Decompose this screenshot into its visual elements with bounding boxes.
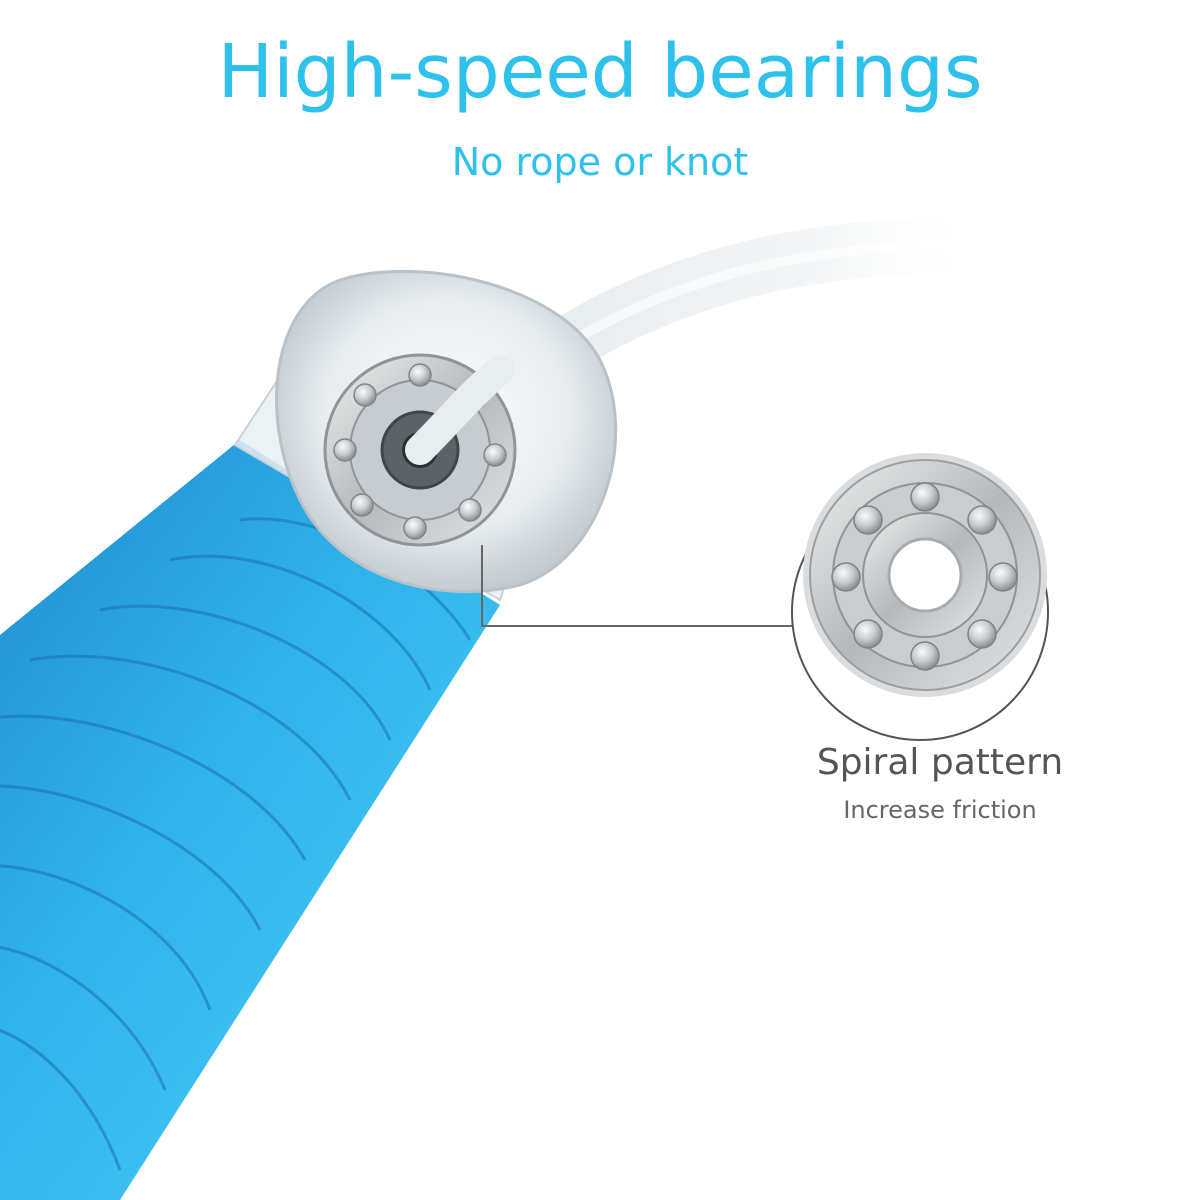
bearing-illustration xyxy=(791,453,1049,741)
callout-leader-line xyxy=(481,545,800,627)
end-cap-illustration xyxy=(275,269,618,594)
subheadline: No rope or knot xyxy=(451,140,749,184)
headline: High-speed bearings xyxy=(217,29,983,115)
callout-title: Spiral pattern xyxy=(816,742,1064,783)
callout-text: Increase friction xyxy=(843,796,1037,824)
